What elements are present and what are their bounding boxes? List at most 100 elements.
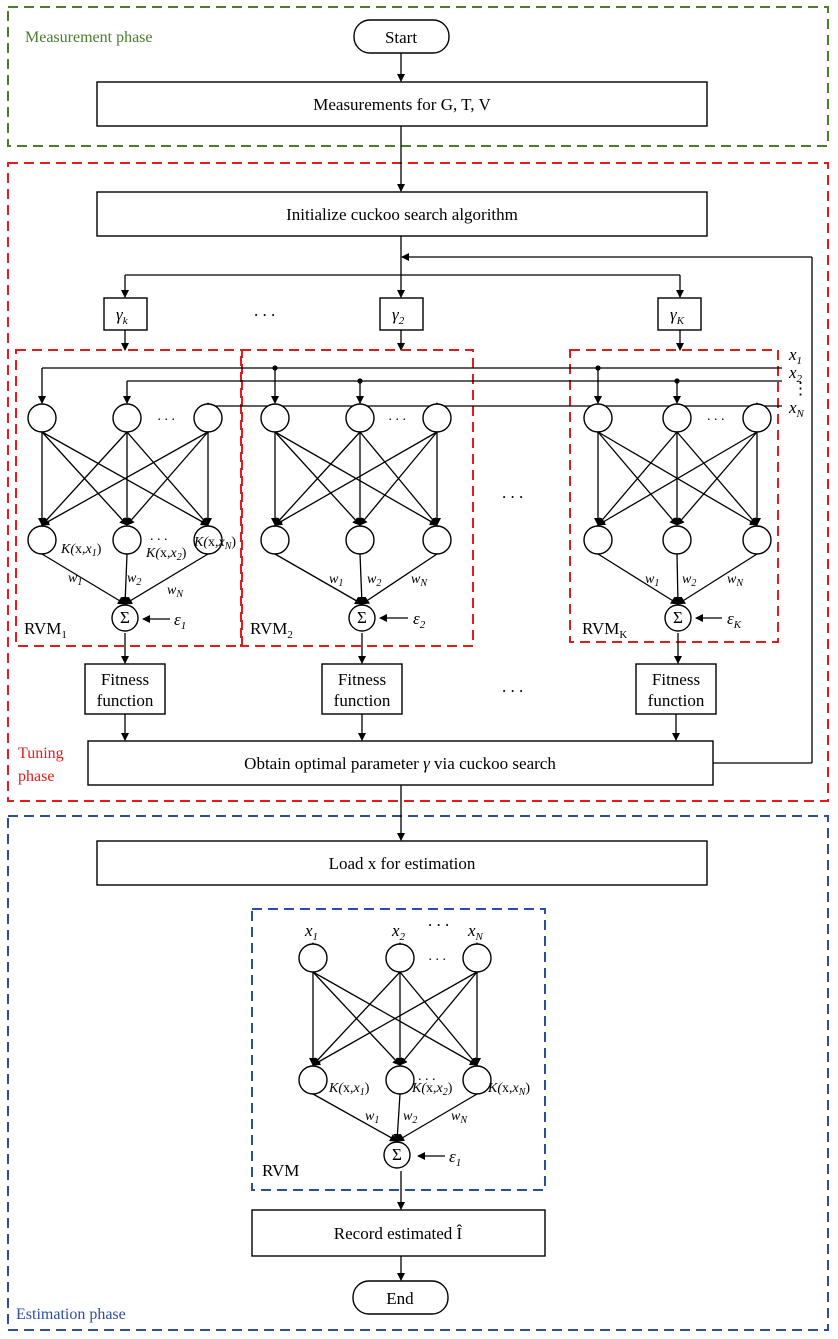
start-label: Start bbox=[385, 28, 417, 47]
rvmk-input-node-2 bbox=[662, 403, 692, 433]
bus-label-x1: x1 bbox=[788, 345, 802, 367]
rvmk-input-node-1 bbox=[583, 403, 613, 433]
est-weight-2: w2 bbox=[403, 1109, 417, 1126]
rvm2-kernel-node-3 bbox=[422, 525, 452, 555]
initialize-box bbox=[96, 191, 708, 237]
fitness-box-1 bbox=[84, 663, 166, 715]
est-input-xn: xN bbox=[467, 921, 484, 943]
fitness-ellipsis: . . . bbox=[502, 677, 523, 696]
measurement-phase-frame bbox=[7, 6, 829, 147]
rvmk-weight-2: w2 bbox=[682, 572, 696, 589]
rvm1-weight-2: w2 bbox=[127, 571, 141, 588]
rvm1-node-ellipsis: . . . bbox=[158, 409, 176, 424]
est-weight-n: wN bbox=[451, 1109, 468, 1126]
record-box bbox=[251, 1209, 546, 1257]
measurement-phase-label: Measurement phase bbox=[25, 29, 153, 46]
epsilon-k: εK bbox=[727, 609, 742, 631]
estimation-phase-frame bbox=[7, 815, 829, 1331]
rvm-est-sum-symbol: Σ bbox=[392, 1145, 402, 1164]
rvmk-weight-n: wN bbox=[727, 572, 744, 589]
measurements-box bbox=[96, 81, 708, 127]
est-epsilon: ε1 bbox=[449, 1147, 461, 1169]
rvm-est-kernel-node-1 bbox=[298, 1065, 328, 1095]
rvm2-kernel-node-1 bbox=[260, 525, 290, 555]
rvm2-weight-1: w1 bbox=[329, 572, 343, 589]
load-box bbox=[96, 840, 708, 886]
bus-label-vdots: ⋮ bbox=[792, 379, 809, 398]
rvmk-network: Σ . . . bbox=[583, 368, 772, 632]
gamma-label-1: γk bbox=[116, 305, 129, 327]
rvm1-weight-n: wN bbox=[167, 583, 184, 600]
est-kernel-1: K(x,x1) bbox=[328, 1081, 370, 1098]
gamma-ellipsis: . . . bbox=[254, 301, 275, 320]
rvm2-weight-2: w2 bbox=[367, 572, 381, 589]
initialize-label: Initialize cuckoo search algorithm bbox=[286, 205, 518, 224]
rvmk-sum-symbol: Σ bbox=[673, 608, 683, 627]
rvm-ellipsis: . . . bbox=[502, 483, 523, 502]
rvm2-node-ellipsis: . . . bbox=[389, 409, 407, 424]
rvm-est-kernel-node-3 bbox=[462, 1065, 492, 1095]
rvm1-kernel-2: K(x,x2) bbox=[145, 546, 187, 563]
rvm1-kernel-ellipsis: . . . bbox=[150, 529, 168, 544]
epsilon-2: ε2 bbox=[413, 609, 426, 631]
fitness-box-2 bbox=[321, 663, 403, 715]
rvmk-sum-node bbox=[664, 604, 692, 632]
rvm1-input-node-1 bbox=[27, 403, 57, 433]
rvm1-kernel-n: K(x,xN) bbox=[193, 535, 236, 552]
rvm-est-node-ellipsis: . . . bbox=[429, 949, 447, 964]
est-weight-1: w1 bbox=[365, 1109, 379, 1126]
tuning-phase-label-line2: phase bbox=[18, 768, 54, 785]
rvm2-frame bbox=[240, 349, 474, 647]
rvm2-network: Σ . . . bbox=[260, 368, 452, 632]
rvm-estimation-network: Σ . . . bbox=[298, 942, 492, 1169]
rvm2-sum-node bbox=[348, 604, 376, 632]
end-label: End bbox=[386, 1289, 414, 1308]
rvm1-sum-symbol: Σ bbox=[120, 608, 130, 627]
gamma-label-k: γK bbox=[670, 305, 685, 327]
rvm1-frame bbox=[15, 349, 243, 647]
fitness-box-k bbox=[635, 663, 717, 715]
est-kernel-n: K(x,xN) bbox=[487, 1081, 530, 1098]
epsilon-1: ε1 bbox=[174, 610, 186, 632]
est-input-x2: x2 bbox=[391, 921, 406, 943]
gamma-box-2 bbox=[379, 297, 424, 331]
gamma-label-2: γ2 bbox=[392, 305, 405, 327]
rvm1-label: RVM1 bbox=[24, 619, 67, 641]
gamma-box-1 bbox=[103, 297, 148, 331]
rvm1-weight-1: w1 bbox=[68, 571, 82, 588]
rvm1-kernel-node-2 bbox=[112, 525, 142, 555]
obtain-label: Obtain optimal parameter γ via cuckoo se… bbox=[244, 754, 556, 773]
rvm-est-kernel-node-2 bbox=[385, 1065, 415, 1095]
rvm-est-input-node-3 bbox=[462, 943, 492, 973]
rvm1-kernel-1: K(x,x1) bbox=[60, 542, 102, 559]
tuning-phase-label: Tuning phase bbox=[18, 745, 68, 785]
rvmk-weight-1: w1 bbox=[645, 572, 659, 589]
est-kernel-2: K(x,x2) bbox=[411, 1081, 453, 1098]
load-label: Load x for estimation bbox=[329, 854, 476, 873]
rvmk-node-ellipsis: . . . bbox=[707, 409, 725, 424]
rvm2-input-node-2 bbox=[345, 403, 375, 433]
gamma-box-k bbox=[657, 297, 702, 331]
rvm1-kernel-node-1 bbox=[27, 525, 57, 555]
rvm2-sum-symbol: Σ bbox=[357, 608, 367, 627]
input-bus-dots bbox=[272, 365, 760, 409]
rvm-est-input-node-2 bbox=[385, 943, 415, 973]
bus-label-x2: x2 bbox=[788, 363, 803, 385]
rvm-estimation-label: RVM bbox=[262, 1161, 299, 1180]
rvmk-kernel-node-3 bbox=[742, 525, 772, 555]
bus-label-xn: xN bbox=[788, 398, 805, 420]
rvmk-label: RVMK bbox=[582, 619, 627, 641]
rvmk-input-node-3 bbox=[742, 403, 772, 433]
rvmk-frame bbox=[569, 349, 779, 643]
rvm2-weight-n: wN bbox=[411, 572, 428, 589]
measurements-label: Measurements for G, T, V bbox=[313, 95, 491, 114]
rvm1-input-node-3 bbox=[193, 403, 223, 433]
est-input-x1: x1 bbox=[304, 921, 318, 943]
rvmk-kernel-node-2 bbox=[662, 525, 692, 555]
rvmk-kernel-node-1 bbox=[583, 525, 613, 555]
est-input-ellipsis: . . . bbox=[428, 911, 449, 930]
